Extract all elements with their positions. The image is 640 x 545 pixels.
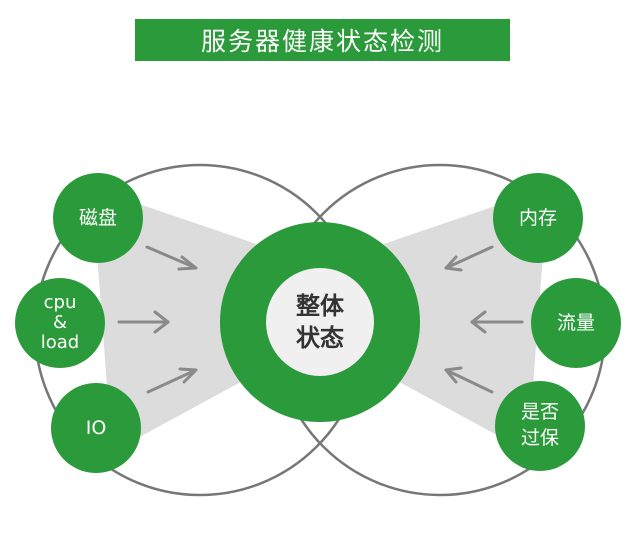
node-alive [495,381,585,471]
center-inner [266,268,374,376]
node-disk [53,173,143,263]
node-cpu-load [15,278,105,368]
arrow-memory [444,245,494,272]
arrow-alive [444,366,494,394]
node-memory [493,173,583,263]
arrow-disk [145,245,198,271]
node-traffic [531,278,621,368]
arrow-traffic [470,310,524,334]
arrow-io [146,367,198,394]
arrows [117,245,524,394]
diagram-title: 服务器健康状态检测 [200,27,444,56]
title-banner: 服务器健康状态检测 [135,19,510,61]
arrow-cpu-load [117,310,170,334]
node-io [51,383,141,473]
